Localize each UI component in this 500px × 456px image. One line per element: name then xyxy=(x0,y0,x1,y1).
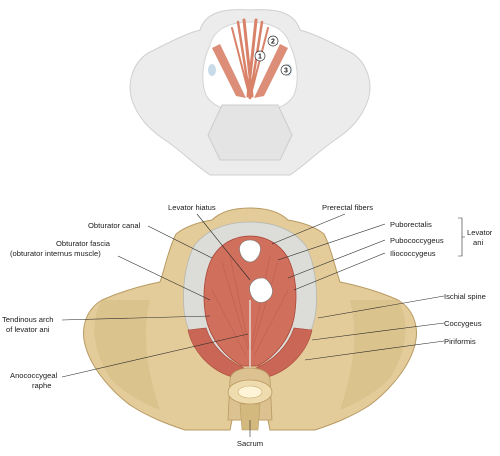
marker-2: 2 xyxy=(267,35,279,47)
marker-3-text: 3 xyxy=(284,68,288,75)
marker-1: 1 xyxy=(254,50,266,62)
top-iliococcygeus-right xyxy=(254,44,288,98)
sacrum-lower xyxy=(239,403,261,431)
sacral-canal xyxy=(237,385,263,399)
top-pelvis-view: 1 2 3 xyxy=(129,9,371,176)
label-tendinous-arch-line1: Tendinous arch xyxy=(2,315,54,324)
label-obturator-canal: Obturator canal xyxy=(88,221,141,230)
top-obturator-left xyxy=(208,64,216,76)
bottom-pelvis-view xyxy=(83,207,417,431)
label-pubococcygeus: Pubococcygeus xyxy=(390,236,444,245)
leader-lines xyxy=(61,213,465,437)
marker-3: 3 xyxy=(280,64,292,76)
muscle-fibers xyxy=(211,255,289,357)
label-iliococcygeus: Iliococcygeus xyxy=(390,249,436,258)
label-sacrum: Sacrum xyxy=(237,439,263,448)
label-levator-ani-line1: Levator xyxy=(467,228,493,237)
label-levator-hiatus: Levator hiatus xyxy=(168,203,216,212)
top-sacrum xyxy=(207,104,293,161)
marker-1-text: 1 xyxy=(258,54,262,61)
label-anococcygeal-line1: Anococcygeal xyxy=(10,371,58,380)
label-tendinous-arch-line2: of levator ani xyxy=(6,325,50,334)
top-iliococcygeus-left xyxy=(212,44,246,98)
label-obturator-fascia-line2: (obturator internus muscle) xyxy=(10,249,101,258)
label-ischial-spine: Ischial spine xyxy=(444,292,486,301)
label-anococcygeal-line2: raphe xyxy=(32,381,51,390)
label-coccygeus: Coccygeus xyxy=(444,319,482,328)
label-piriformis: Piriformis xyxy=(444,337,476,346)
rectal-opening xyxy=(249,277,273,303)
top-muscle-bands xyxy=(231,18,269,100)
right-wing-shade xyxy=(340,300,406,410)
label-levator-ani-line2: ani xyxy=(473,238,483,247)
marker-2-text: 2 xyxy=(271,39,275,46)
label-puborectalis: Puborectalis xyxy=(390,220,432,229)
label-prerectal-fibers: Prerectal fibers xyxy=(322,203,373,212)
upper-opening xyxy=(239,239,261,263)
left-wing-shade xyxy=(94,300,160,410)
diagram-labels: Levator hiatus Prerectal fibers Obturato… xyxy=(2,203,493,448)
label-obturator-fascia-line1: Obturator fascia xyxy=(56,239,111,248)
